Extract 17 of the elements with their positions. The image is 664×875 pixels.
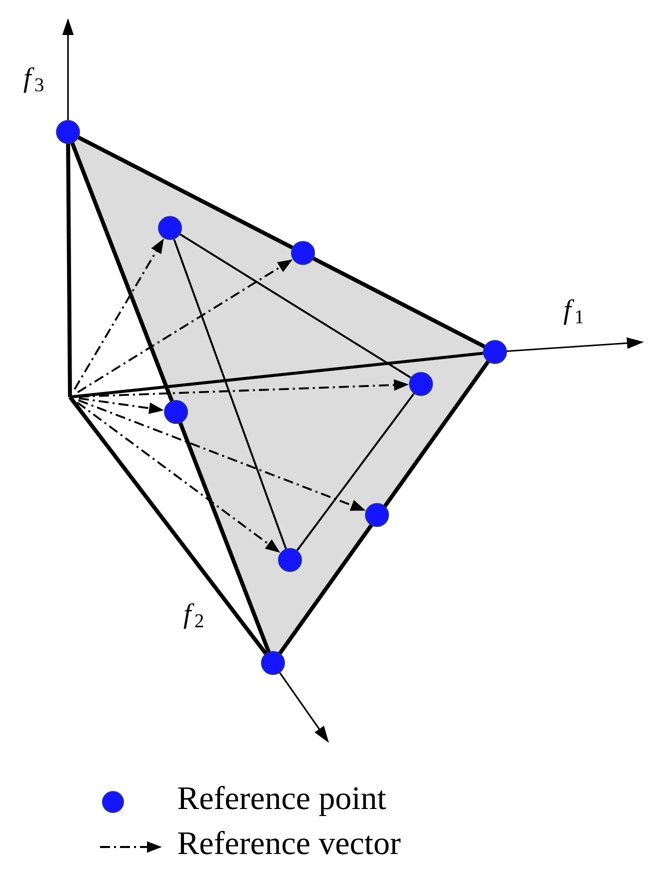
reference-point [164, 400, 188, 424]
reference-point [261, 651, 285, 675]
connecting-line [296, 393, 415, 551]
reference-point [158, 216, 182, 240]
reference-point [483, 340, 507, 364]
reference-point [409, 372, 433, 396]
legend-label: Reference vector [178, 830, 401, 854]
legend-label: Reference point [178, 786, 386, 816]
axis-label: f$_{3}$ [24, 67, 44, 93]
connecting-line [180, 234, 412, 378]
reference-point [365, 503, 389, 527]
axis-label: f$_{2}$ [184, 603, 204, 629]
reference-point [278, 548, 302, 572]
reference-point [56, 120, 80, 144]
connecting-line [173, 238, 287, 550]
axis-label: f$_{1}$ [564, 299, 583, 325]
reference-point [291, 241, 315, 265]
